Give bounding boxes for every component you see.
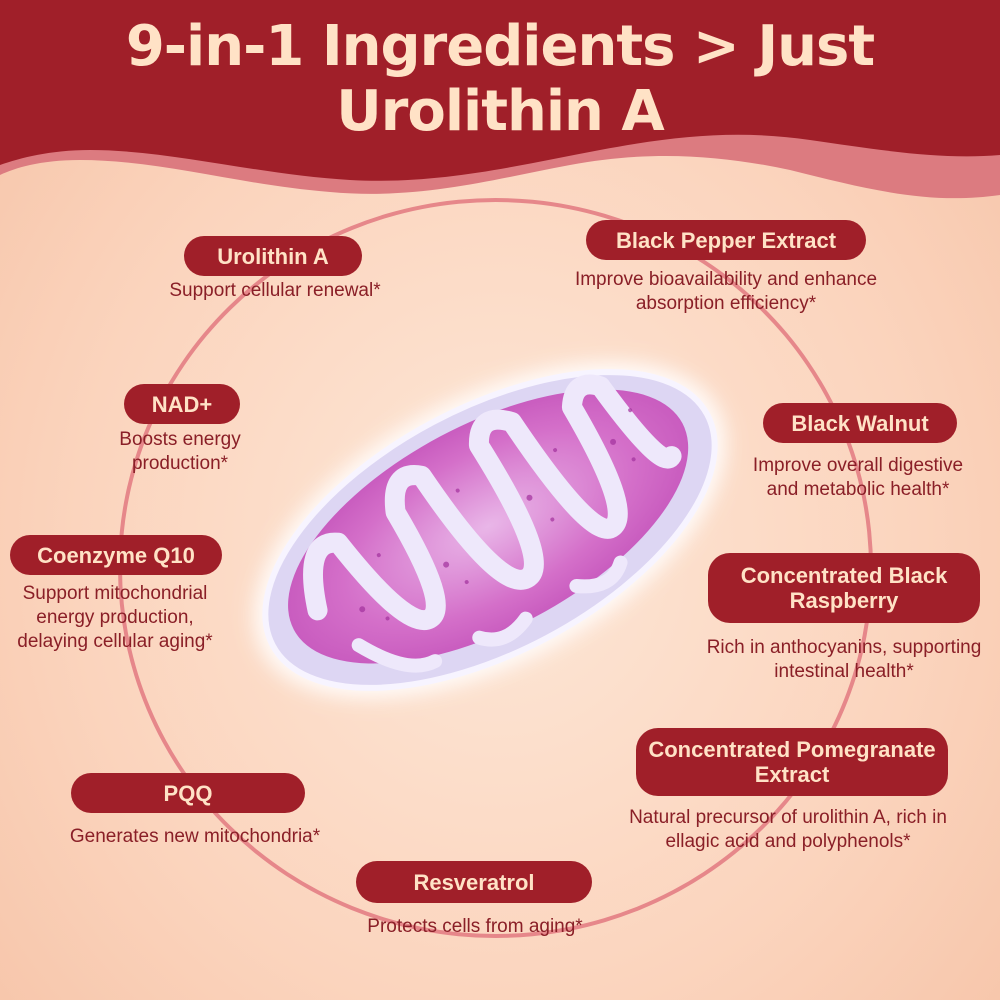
mitochondrion-illustration: [253, 361, 727, 699]
ingredient-desc-coenzyme-q10: Support mitochondrial energy production,…: [17, 583, 213, 652]
ingredient-desc-black-walnut: Improve overall digestive and metabolic …: [752, 455, 964, 500]
title-banner: [0, 0, 1000, 199]
ingredient-pill-black-pepper-extract: Black Pepper Extract: [586, 220, 866, 260]
ingredient-desc-concentrated-pomegranate-extract: Natural precursor of urolithin A, rich i…: [629, 807, 947, 852]
ingredient-pill-coenzyme-q10: Coenzyme Q10: [10, 535, 222, 575]
ingredient-pill-concentrated-pomegranate-extract: Concentrated Pomegranate Extract: [636, 728, 948, 796]
ingredient-desc-pqq: Generates new mitochondria*: [69, 826, 321, 847]
ingredient-desc-concentrated-black-raspberry: Rich in anthocyanins, supporting intesti…: [706, 637, 982, 682]
ingredient-desc-urolithin-a: Support cellular renewal*: [169, 280, 381, 301]
ingredient-desc-nad: Boosts energy production*: [119, 429, 241, 474]
ingredient-pill-resveratrol: Resveratrol: [356, 861, 592, 903]
ingredient-pill-black-walnut: Black Walnut: [763, 403, 957, 443]
ingredient-pill-urolithin-a: Urolithin A: [184, 236, 362, 276]
banner-wave: [0, 0, 1000, 181]
ingredient-pill-pqq: PQQ: [71, 773, 305, 813]
page-title: 9-in-1 Ingredients > Just Urolithin A: [125, 14, 875, 144]
ingredient-desc-black-pepper-extract: Improve bioavailability and enhance abso…: [574, 269, 878, 314]
ingredient-pill-nad: NAD+: [124, 384, 240, 424]
ingredient-pill-concentrated-black-raspberry: Concentrated Black Raspberry: [708, 553, 980, 623]
ingredient-desc-resveratrol: Protects cells from aging*: [367, 916, 583, 937]
